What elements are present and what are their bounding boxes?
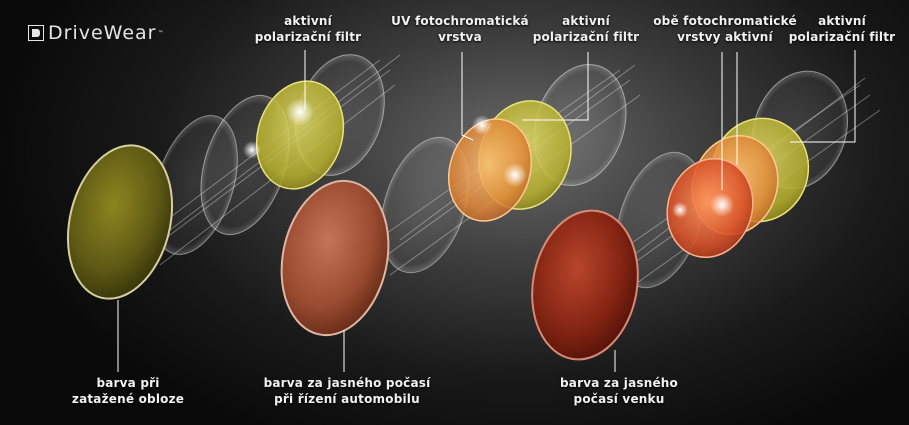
label-overcast-color: barva při zatažené obloze xyxy=(71,376,185,406)
lens-outdoor xyxy=(531,209,639,361)
brand-name: DriveWear xyxy=(48,22,157,44)
trademark-sign: ™ xyxy=(157,29,164,37)
lens-stack-overcast xyxy=(66,54,385,300)
label-driving-color: barva za jasného počasí při řízení autom… xyxy=(263,376,431,406)
label-polarizer-3: aktivní polarizační filtr xyxy=(788,14,896,44)
photochromic-layer-2 xyxy=(447,118,533,222)
lens-overcast xyxy=(66,144,174,300)
label-polarizer-2: aktivní polarizační filtr xyxy=(532,14,640,44)
lens-stack-outdoor xyxy=(531,70,849,361)
drivewear-logo: DriveWear ™ xyxy=(28,22,163,44)
label-both-photochromic: obě fotochromatické vrstvy aktivní xyxy=(653,14,797,44)
photochromic-layer-3b xyxy=(666,157,754,259)
logo-mark-icon xyxy=(28,25,44,41)
label-outdoor-color: barva za jasného počasí venku xyxy=(560,376,678,406)
lens-driving xyxy=(280,179,390,337)
callout-lines xyxy=(117,50,856,372)
label-polarizer-1: aktivní polarizační filtr xyxy=(254,14,362,44)
lens-stack-driving xyxy=(280,63,627,337)
label-uv-photochromic: UV fotochromatická vrstva xyxy=(391,14,529,44)
polarizer-filter-1 xyxy=(255,80,345,190)
